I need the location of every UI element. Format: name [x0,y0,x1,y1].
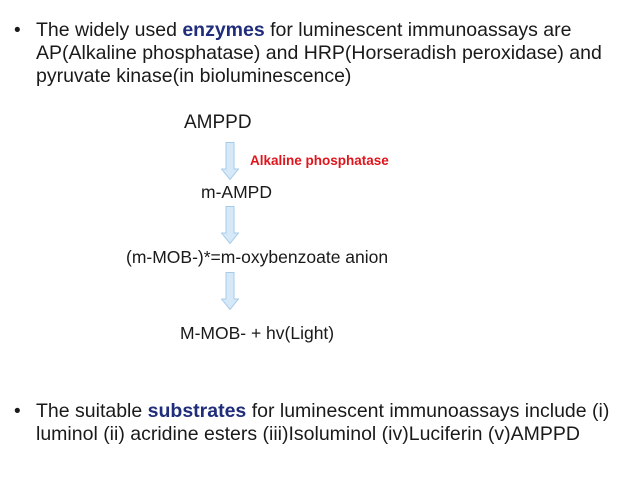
bullet-symbol: • [14,20,21,41]
bullet-symbol: • [14,401,21,422]
bullet-text: The widely used enzymes for luminescent … [36,19,626,88]
pathway-step-ampdd: AMPPD [184,112,252,133]
keyword-enzymes: enzymes [182,19,265,41]
bullet-substrates: • The suitable substrates for luminescen… [14,400,626,446]
down-arrow-icon [221,142,239,180]
pathway-step-m-ampd: m-AMPD [201,182,272,202]
pathway-step-oxybenzoate-anion: (m-MOB-)*=m-oxybenzoate anion [126,247,389,267]
bullet-enzymes: • The widely used enzymes for luminescen… [14,19,626,88]
bullet-text: The suitable substrates for luminescent … [36,400,626,446]
bullet-text-start: The suitable [36,400,148,422]
bullet-text-end: for luminescent immunoassays are AP(Alka… [36,19,602,87]
bullet-text-start: The widely used [36,19,183,41]
down-arrow-icon [221,206,239,244]
keyword-substrates: substrates [147,400,247,422]
enzyme-label: Alkaline phosphatase [250,153,389,168]
down-arrow-icon [221,272,239,310]
pathway-step-light: M-MOB- + hv(Light) [180,323,335,343]
bullet-text-end: for luminescent immunoassays include (i)… [36,400,610,445]
